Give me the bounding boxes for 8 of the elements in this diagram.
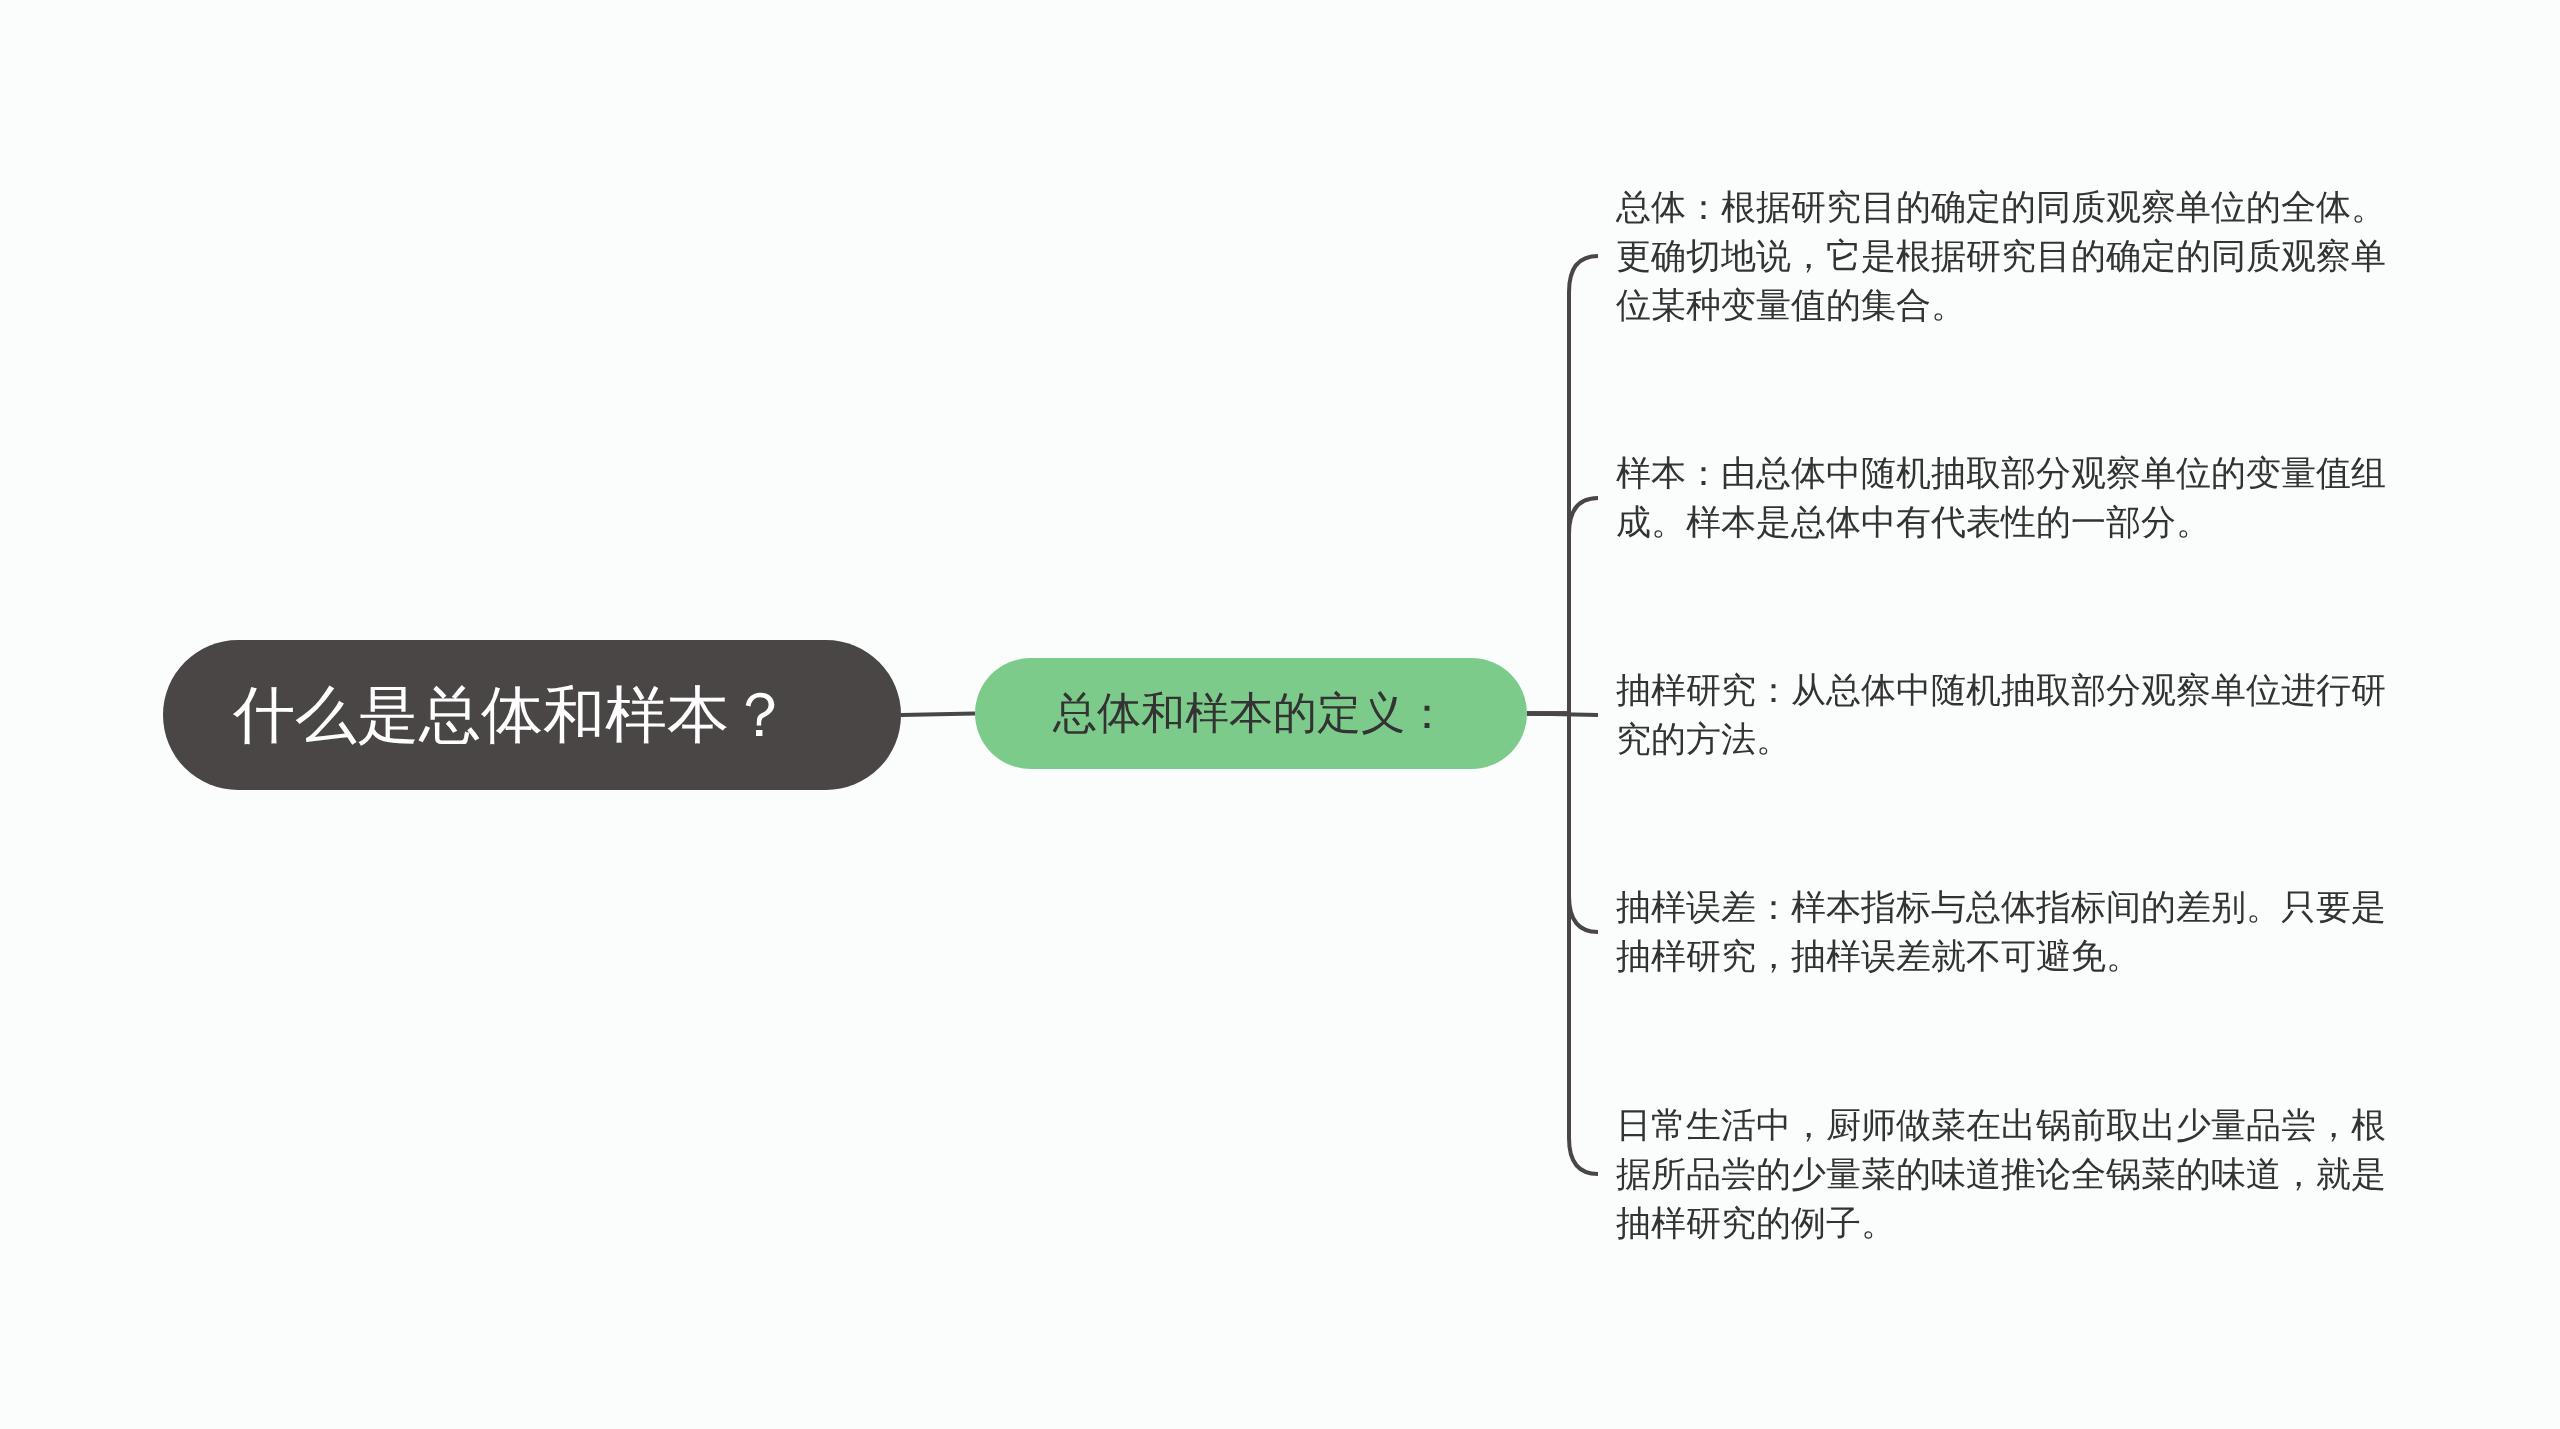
leaf-text: 总体：根据研究目的确定的同质观察单位的全体。更确切地说，它是根据研究目的确定的同质观察单位某种变量值的集合。 xyxy=(1616,185,2387,327)
topic-text: 总体和样本的定义： xyxy=(1053,687,1449,740)
leaf-text: 日常生活中，厨师做菜在出锅前取出少量品尝，根据所品尝的少量菜的味道推论全锅菜的味道，就是抽样研究的例子。 xyxy=(1616,1103,2387,1245)
leaf-text: 抽样研究：从总体中随机抽取部分观察单位进行研究的方法。 xyxy=(1616,669,2387,761)
leaf-text: 样本：由总体中随机抽取部分观察单位的变量值组成。样本是总体中有代表性的一部分。 xyxy=(1616,452,2387,544)
connector xyxy=(900,711,976,717)
topic-text: 什么是总体和样本？ xyxy=(233,677,791,753)
leaf-text: 抽样误差：样本指标与总体指标间的差别。只要是抽样研究，抽样误差就不可避免。 xyxy=(1616,886,2387,978)
